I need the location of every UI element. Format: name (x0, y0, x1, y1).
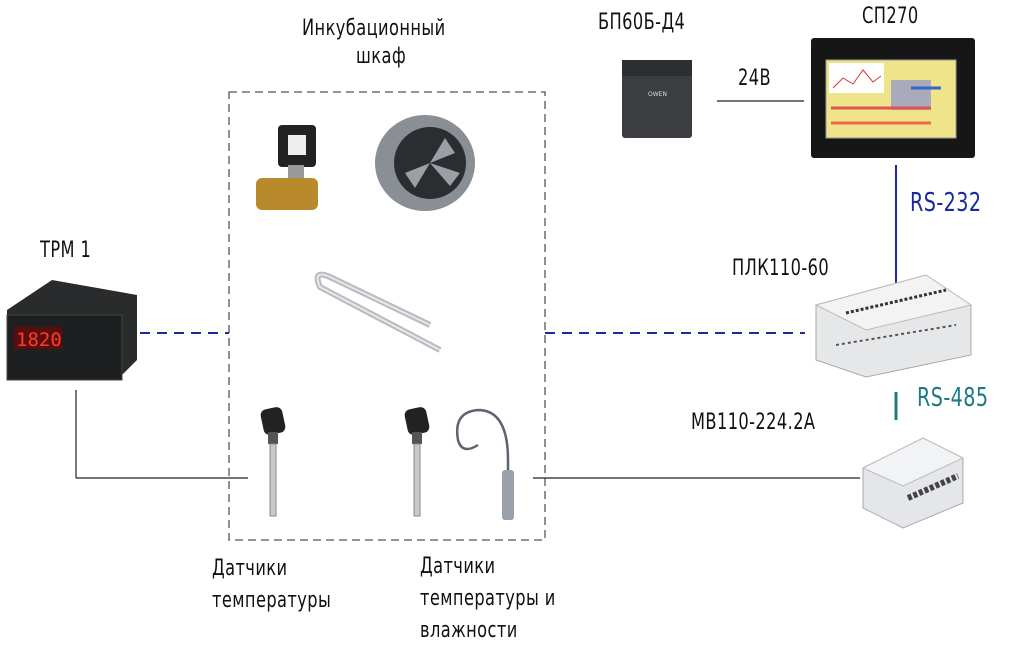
plc-label: ПЛК110-60 (732, 256, 830, 281)
temp-sensors-label: Датчики (212, 556, 288, 581)
humidity-sensor-image (455, 408, 514, 520)
heating-element-image (314, 271, 442, 353)
cabinet-title-2: шкаф (356, 44, 407, 69)
io-module-image (861, 437, 965, 529)
power-supply-label: БП60Б-Д4 (598, 10, 686, 35)
trm-display-value: 1820 (16, 329, 62, 351)
power-supply-image: OWEN (622, 60, 692, 138)
plc-image (814, 274, 973, 378)
temp-hum-sensors-label-2: температуры и (420, 586, 556, 611)
rs232-label: RS-232 (910, 188, 982, 218)
rs485-label: RS-485 (917, 383, 989, 413)
temperature-sensor-image (260, 407, 286, 517)
trm-label: ТРМ 1 (40, 238, 92, 263)
svg-text:OWEN: OWEN (648, 91, 667, 98)
touch-panel-image (811, 38, 975, 158)
temperature-sensor-2-image (404, 407, 430, 517)
temp-hum-sensors-label: Датчики (420, 554, 496, 579)
temp-sensors-label-2: температуры (212, 588, 332, 613)
cabinet-boundary (228, 91, 546, 541)
solenoid-valve-image (256, 125, 318, 210)
voltage-label: 24В (738, 66, 772, 91)
panel-label: СП270 (862, 4, 919, 29)
module-label: МВ110-224.2А (691, 410, 816, 435)
temp-hum-sensors-label-3: влажности (420, 618, 518, 643)
cabinet-title: Инкубационный (302, 16, 446, 41)
trm-controller-image: 1820 (6, 280, 137, 381)
fan-image (375, 115, 475, 211)
